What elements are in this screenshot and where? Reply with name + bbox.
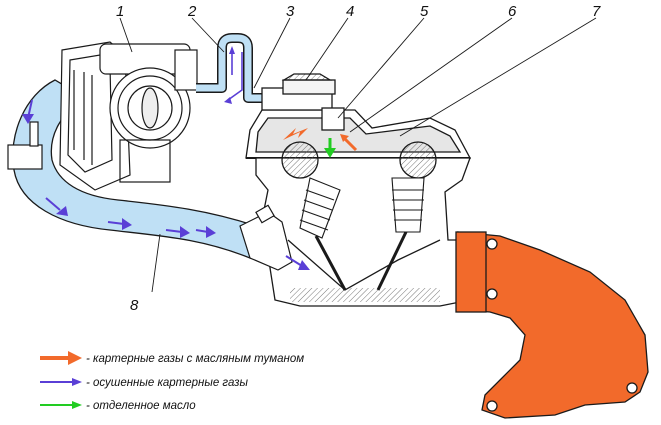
exhaust-manifold — [455, 231, 649, 419]
valve-cover — [245, 73, 472, 159]
dry-gas-arrows — [22, 99, 310, 270]
legend-dry-gas: - осушенные картерные газы — [40, 377, 248, 389]
valve-springs — [299, 177, 425, 291]
oil-mist-arrows — [283, 128, 358, 152]
legend-label-oil: - отделенное масло — [86, 400, 196, 412]
legend-oil: - отделенное масло — [40, 400, 196, 412]
cylinder-head — [255, 141, 471, 307]
callout-5: 5 — [420, 3, 429, 20]
callout-2: 2 — [187, 3, 197, 20]
callout-3: 3 — [286, 3, 295, 20]
callout-1: 1 — [116, 3, 124, 20]
throttle-body — [59, 41, 198, 191]
purple-arrow-icon — [72, 378, 82, 386]
legend-label-dry-gas: - осушенные картерные газы — [86, 377, 248, 389]
intake-flange — [239, 204, 293, 271]
separated-oil-arrow — [324, 138, 336, 158]
legend-label-oil-mist: - картерные газы с масляным туманом — [86, 353, 304, 365]
callout-4: 4 — [346, 3, 354, 20]
legend: - картерные газы с масляным туманом - ос… — [40, 351, 304, 412]
leader-lines — [119, 17, 597, 293]
legend-oil-mist: - картерные газы с масляным туманом — [40, 351, 304, 365]
hose-sensor — [7, 121, 43, 170]
callout-6: 6 — [508, 3, 517, 20]
ventilation-tube — [196, 33, 270, 104]
callout-7: 7 — [592, 3, 601, 20]
callout-8: 8 — [130, 297, 139, 314]
orange-arrow-icon — [68, 351, 82, 365]
green-arrow-icon — [72, 401, 82, 409]
